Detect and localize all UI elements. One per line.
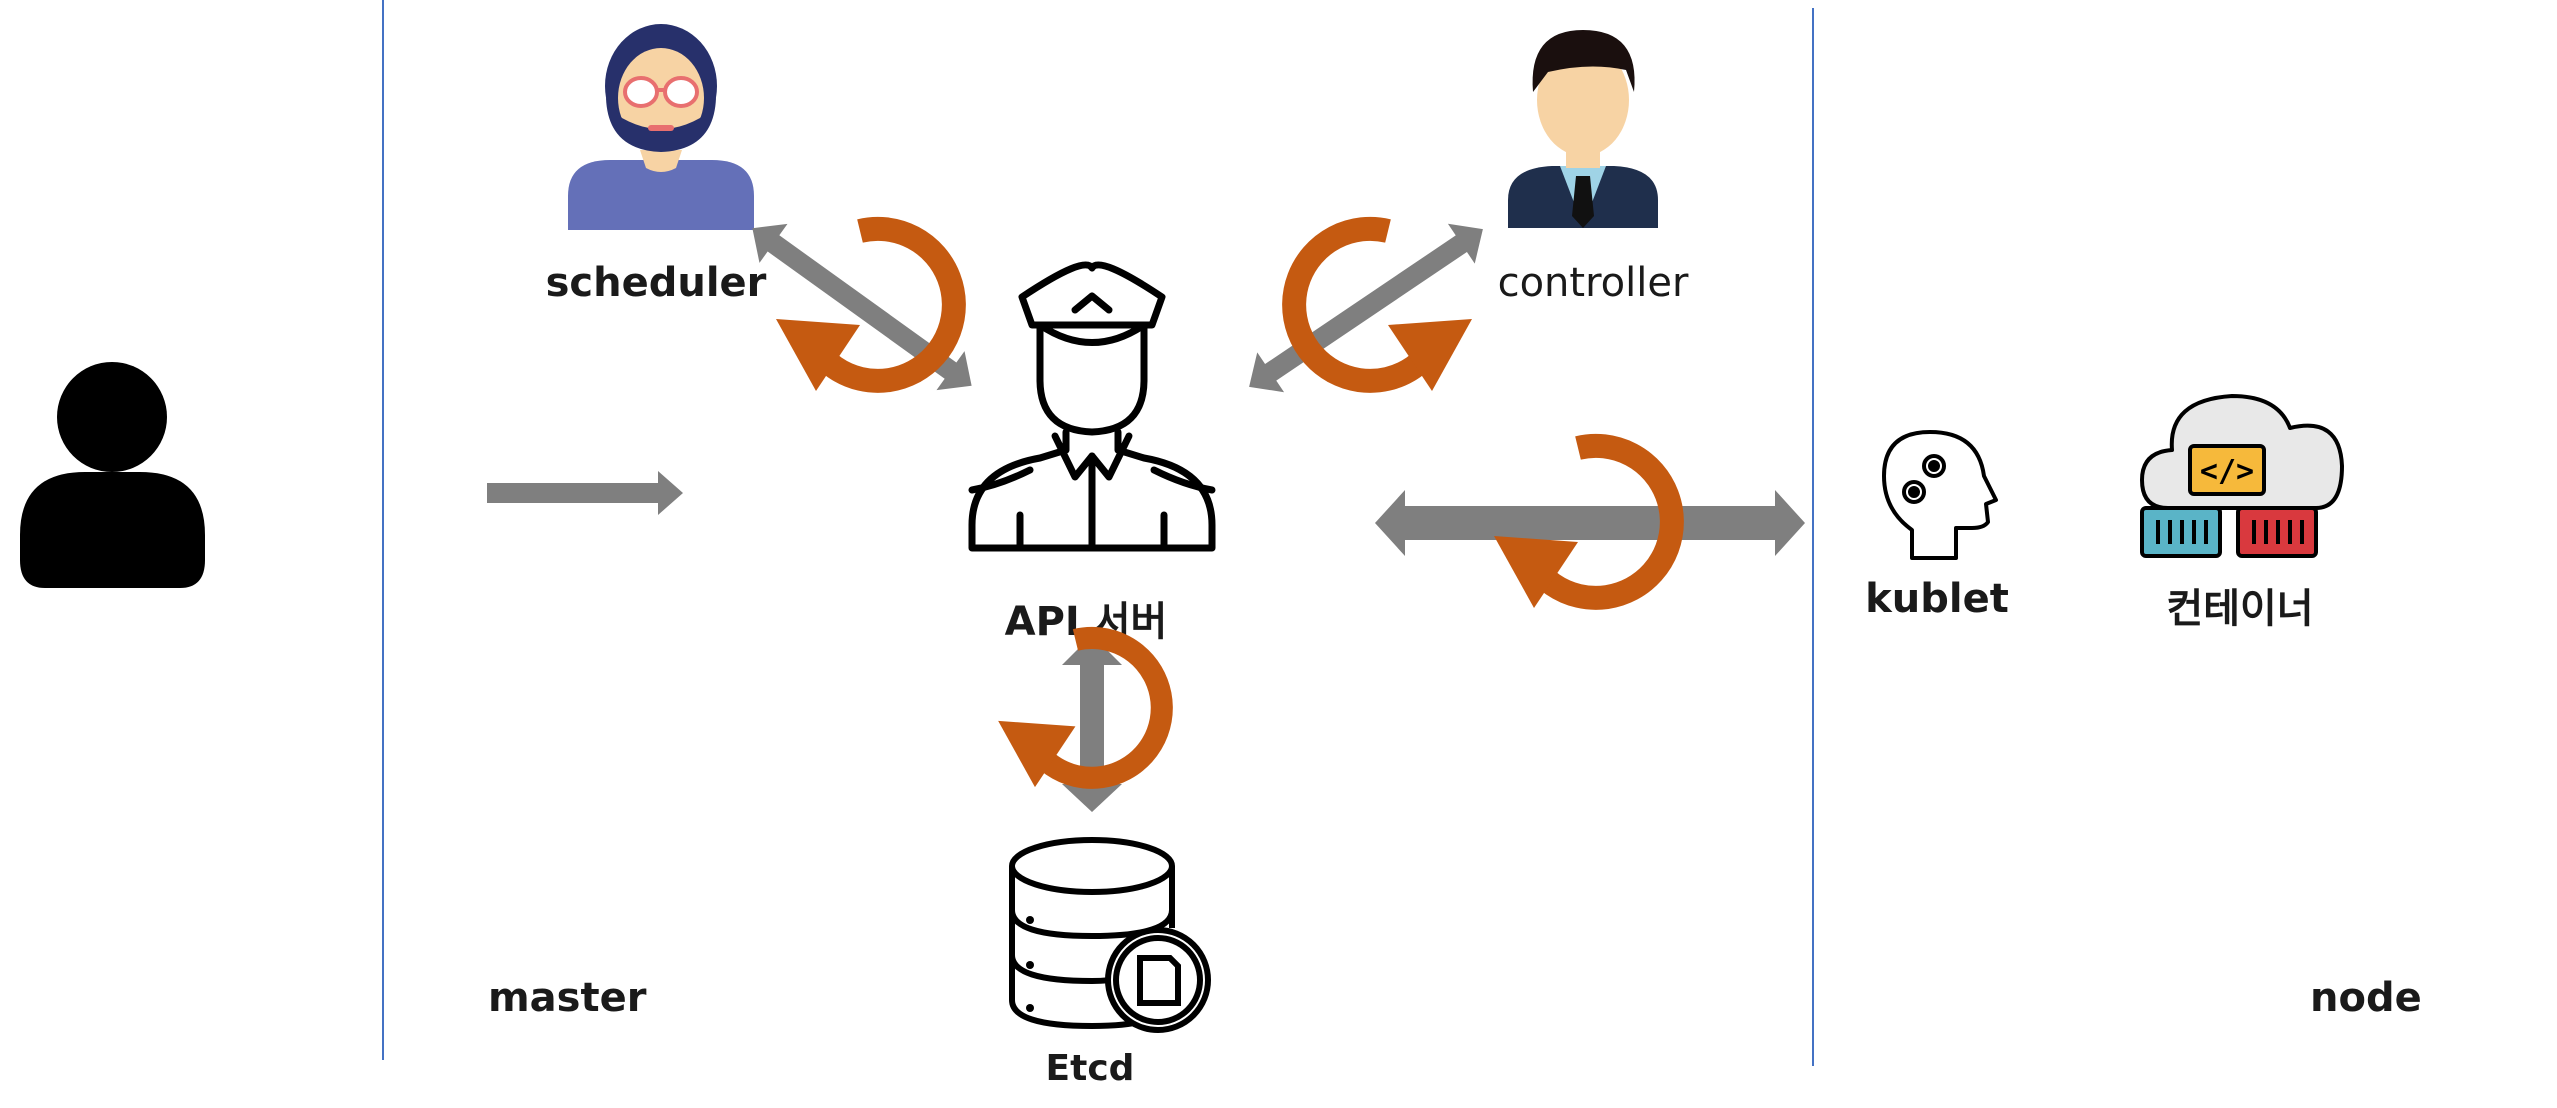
user-to-api-arrow <box>487 471 683 515</box>
scheduler-api-arrow <box>752 223 972 391</box>
cloud-containers-icon: </> <box>2140 394 2344 558</box>
svg-text:</>: </> <box>2200 454 2254 489</box>
scheduler-person-icon <box>568 24 754 230</box>
api-etcd-arrow <box>1062 635 1122 812</box>
master-region-label: master <box>488 975 647 1021</box>
user-icon <box>20 362 205 588</box>
etcd-label: Etcd <box>1046 1048 1135 1089</box>
controller-person-icon <box>1508 30 1658 228</box>
api-node-arrow <box>1375 490 1805 556</box>
head-gears-icon <box>1882 430 1998 560</box>
database-icon <box>1009 837 1211 1033</box>
kublet-label: kublet <box>1865 576 2009 622</box>
scheduler-label: scheduler <box>546 260 767 306</box>
container-label: 컨테이너 <box>2166 586 2313 632</box>
police-officer-icon <box>968 261 1216 552</box>
controller-label: controller <box>1498 260 1689 306</box>
node-region-label: node <box>2310 975 2422 1021</box>
